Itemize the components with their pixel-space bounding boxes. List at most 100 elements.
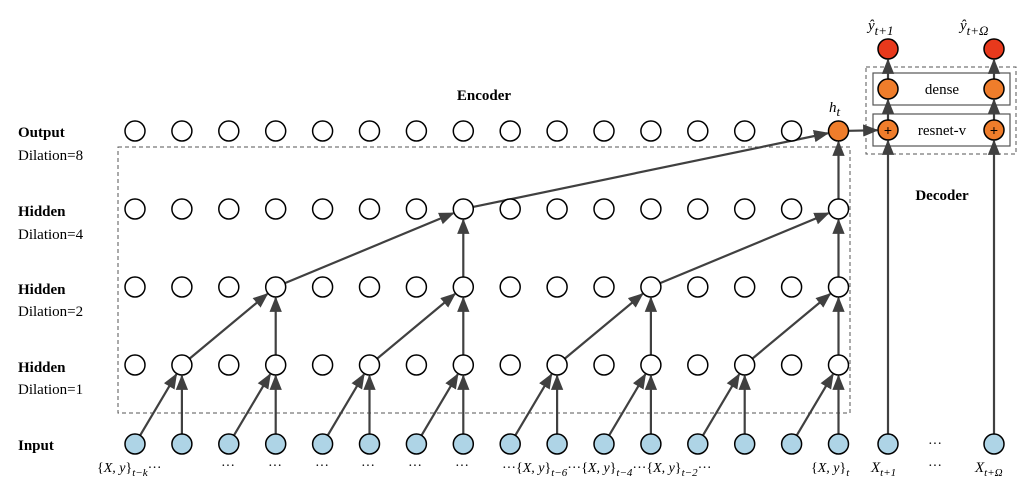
decoder-title: Decoder [915, 188, 969, 204]
plus-icon: + [884, 122, 892, 138]
hidden-node-d4 [780, 198, 803, 220]
input-label-t-k: {X, y}t−k··· [97, 461, 162, 479]
layer-dilation-8: Dilation=8 [18, 148, 83, 164]
hidden-node-d2 [124, 276, 146, 298]
nodes: ++ [124, 38, 1005, 455]
prediction-node-tomega [983, 38, 1005, 60]
output-node [546, 120, 568, 142]
output-node [171, 120, 193, 142]
dense-node-tomega [983, 78, 1005, 100]
edge-d4-to-output [472, 130, 830, 209]
output-node [452, 120, 475, 142]
prediction-label-tomega: ŷt+Ω [958, 18, 988, 38]
output-node-ht [827, 120, 850, 142]
dense-box [872, 72, 1011, 106]
input-label-ellipsis-4: ··· [361, 459, 375, 474]
dense-label: dense [925, 82, 959, 98]
input-node [171, 433, 193, 455]
hidden-node-d4 [733, 198, 756, 220]
input-label-ellipsis-5: ··· [408, 459, 422, 474]
plus-icon: + [990, 122, 998, 138]
decoder-frame [865, 66, 1017, 155]
input-node [499, 433, 521, 455]
hidden-node-d1 [827, 354, 850, 376]
output-node [311, 120, 334, 142]
resnet-node-t1 [877, 119, 899, 141]
dense-node-t1 [877, 78, 899, 100]
edge-d1-to-d2 [188, 293, 269, 360]
hidden-node-d2 [264, 276, 287, 298]
edge-d1-to-d2 [751, 293, 832, 360]
input-node [264, 433, 287, 455]
prediction-label-t1: ŷt+1 [866, 18, 894, 38]
edge-d1-to-d2 [564, 293, 644, 360]
input-label-ellipsis-2: ··· [268, 459, 282, 474]
hidden-node-d4 [218, 198, 240, 220]
hidden-node-d2 [405, 276, 428, 298]
layer-dilation-4: Dilation=4 [18, 227, 84, 243]
hidden-node-d1 [640, 354, 662, 376]
output-node [358, 120, 381, 142]
layer-dilation-2: Dilation=2 [18, 304, 83, 320]
input-label-ellipsis-1: ··· [221, 459, 235, 474]
input-node [593, 433, 615, 455]
hidden-node-d1 [687, 354, 709, 376]
hidden-node-d4 [499, 198, 521, 220]
encoder-frame [117, 146, 851, 414]
hidden-node-d2 [733, 276, 756, 298]
hidden-node-d1 [733, 354, 756, 376]
edge-d2-to-d4 [284, 212, 455, 285]
input-node [827, 433, 850, 455]
decoder-input-label-tomega: Xt+Ω [974, 460, 1003, 479]
output-node [687, 120, 709, 142]
prediction-node-t1 [877, 38, 899, 60]
hidden-node-d1 [780, 354, 803, 376]
hidden-node-d4 [640, 198, 662, 220]
hidden-node-d4 [593, 198, 615, 220]
layer-name-output: Output [18, 125, 65, 141]
edge-input-to-d1 [326, 373, 365, 436]
decoder-input-node-t1 [877, 433, 899, 455]
input-node [452, 433, 475, 455]
edge-ht-to-decoder [848, 124, 879, 137]
hidden-node-d1 [358, 354, 381, 376]
hidden-node-d2 [687, 276, 709, 298]
layer-name-input: Input [18, 438, 54, 454]
output-node [264, 120, 287, 142]
hidden-node-d4 [358, 198, 381, 220]
layer-dilation-1: Dilation=1 [18, 382, 83, 398]
edge-input-to-d1 [139, 373, 178, 436]
output-node [733, 120, 756, 142]
hidden-node-d4 [264, 198, 287, 220]
input-node [358, 433, 381, 455]
hidden-node-d1 [546, 354, 568, 376]
hidden-node-d4 [171, 198, 193, 220]
input-node [405, 433, 428, 455]
input-node [687, 433, 709, 455]
decoder-input-label-t1: Xt+1 [870, 460, 896, 479]
input-node [311, 433, 334, 455]
input-node [733, 433, 756, 455]
hidden-node-d4 [827, 198, 850, 220]
layer-name-hidden-2: Hidden [18, 282, 66, 298]
hidden-node-d1 [264, 354, 287, 376]
edge-input-to-d1 [701, 373, 741, 436]
resnet-label: resnet-v [918, 123, 967, 139]
hidden-node-d4 [124, 198, 146, 220]
input-node [640, 433, 662, 455]
edge-input-to-d1 [514, 373, 553, 436]
hidden-node-d2 [358, 276, 381, 298]
edge-input-to-d1 [608, 373, 647, 436]
hidden-node-d2 [452, 276, 475, 298]
hidden-node-d2 [593, 276, 615, 298]
output-node [593, 120, 615, 142]
edge-input-to-d1 [795, 373, 834, 436]
output-node [218, 120, 240, 142]
hidden-node-d4 [405, 198, 428, 220]
hidden-node-d2 [218, 276, 240, 298]
edge-d2-to-d4 [659, 212, 830, 285]
input-node [124, 433, 146, 455]
input-node [546, 433, 568, 455]
hidden-node-d1 [593, 354, 615, 376]
